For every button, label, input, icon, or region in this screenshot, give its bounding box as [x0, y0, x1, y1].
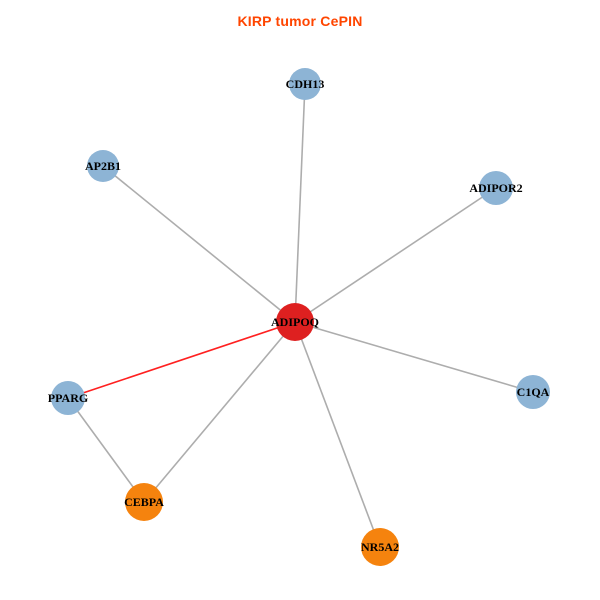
node-cebpa: [125, 483, 163, 521]
node-label-pparg: PPARG: [48, 391, 88, 405]
edge-PPARG-CEBPA: [67, 397, 145, 503]
node-cdh13: [289, 68, 321, 100]
node-pparg: [51, 381, 85, 415]
edge-ADIPOQ-CDH13: [294, 83, 306, 323]
node-label-c1qa: C1QA: [517, 385, 550, 399]
edge-ADIPOQ-PPARG: [67, 321, 296, 399]
edge-ADIPOQ-ADIPOR2: [294, 187, 497, 323]
edge-ADIPOQ-C1QA: [294, 321, 534, 393]
edge-ADIPOQ-AP2B1: [102, 165, 296, 323]
node-label-cdh13: CDH13: [286, 77, 325, 91]
node-ap2b1: [87, 150, 119, 182]
node-label-cebpa: CEBPA: [124, 495, 164, 509]
edge-ADIPOQ-NR5A2: [294, 321, 381, 548]
edge-ADIPOQ-CEBPA: [143, 321, 296, 503]
node-adipor2: [479, 171, 513, 205]
node-label-adipoq: ADIPOQ: [271, 315, 319, 329]
node-label-adipor2: ADIPOR2: [469, 181, 522, 195]
node-label-ap2b1: AP2B1: [85, 159, 121, 173]
node-c1qa: [516, 375, 550, 409]
node-nr5a2: [361, 528, 399, 566]
node-adipoq: [276, 303, 314, 341]
figure-title: KIRP tumor CePIN: [237, 13, 363, 29]
node-label-nr5a2: NR5A2: [361, 540, 399, 554]
